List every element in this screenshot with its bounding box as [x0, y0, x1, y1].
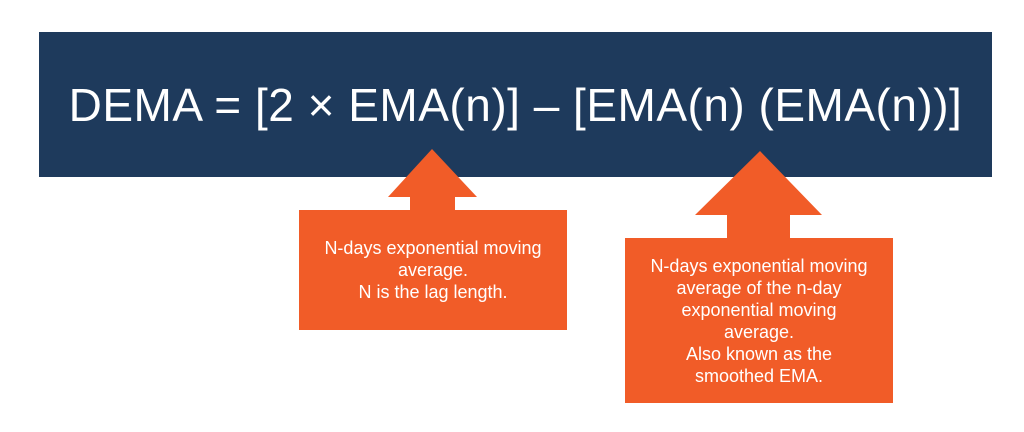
formula-banner: DEMA = [2 × EMA(n)] – [EMA(n) (EMA(n))]	[39, 32, 992, 177]
callout-right-box: N-days exponential moving average of the…	[625, 238, 893, 403]
up-arrow-icon	[388, 149, 477, 210]
callout-left-text: N-days exponential moving average. N is …	[324, 238, 542, 302]
formula-text: DEMA = [2 × EMA(n)] – [EMA(n) (EMA(n))]	[68, 78, 963, 131]
up-arrow-shape-left	[388, 149, 477, 210]
callout-right-text: N-days exponential moving average of the…	[650, 255, 868, 386]
callout-left-box: N-days exponential moving average. N is …	[299, 210, 567, 330]
up-arrow-shape-right	[695, 151, 822, 238]
up-arrow-icon	[695, 151, 822, 238]
